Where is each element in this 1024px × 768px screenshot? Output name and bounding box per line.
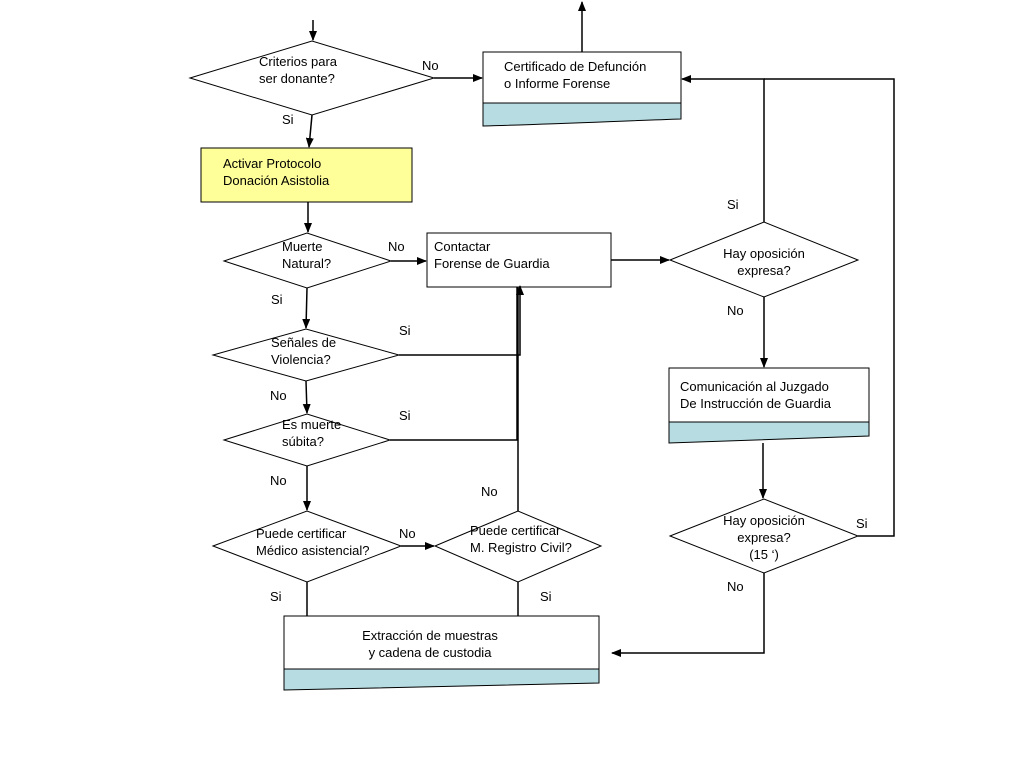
senales-text: Señales de Violencia? [271,335,337,367]
comunicacion-text: Comunicación al Juzgado De Instrucción d… [680,379,832,411]
extraccion-text: Extracción de muestras y cadena de custo… [362,628,498,660]
oposicion1-text: Hay oposición expresa? [723,246,805,278]
registro-no-label: No [481,484,498,499]
registro-decision [433,510,603,583]
senales-no-label: No [270,388,287,403]
activar-text: Activar Protocolo Donación Asistolia [223,156,330,188]
criterios-text: Criterios para ser donante? [259,54,338,86]
registro-text: Puede certificar M. Registro Civil? [470,523,572,555]
criterios-no-label: No [422,58,439,73]
subita-no-label: No [270,473,287,488]
subita-si-connector [390,287,518,441]
senales-si-connector [399,285,524,356]
oposicion1-si-label: Si [727,197,739,212]
oposicion2-no-label: No [727,579,744,594]
muerte-si-label: Si [271,292,283,307]
comunicacion-document [668,367,870,444]
muerte-text: Muerte Natural? [282,239,332,271]
registro-si-label: Si [540,589,552,604]
oposicion1-si-connector [681,75,765,222]
muerte-si-connector [302,287,311,329]
oposicion1-decision [668,221,860,298]
medico-si-label: Si [270,589,282,604]
criterios-si-connector [305,114,314,148]
oposicion2-no-connector [611,573,765,657]
extraccion-document [283,615,600,691]
oposicion2-si-connector [764,78,895,537]
certificado-document [482,51,682,127]
subita-si-label: Si [399,408,411,423]
oposicion1-no-label: No [727,303,744,318]
muerte-no-label: No [388,239,405,254]
contactar-text: Contactar Forense de Guardia [434,239,550,271]
oposicion2-si-label: Si [856,516,868,531]
subita-text: Es muerte súbita? [282,417,342,449]
certificado-text: Certificado de Defunción o Informe Foren… [504,59,647,91]
oposicion2-text: Hay oposición expresa? (15 ‘) [723,513,805,562]
activar-process [200,147,413,203]
senales-si-label: Si [399,323,411,338]
senales-no-connector [302,380,311,414]
criterios-si-label: Si [282,112,294,127]
medico-text: Puede certificar Médico asistencial? [256,526,370,558]
medico-no-label: No [399,526,416,541]
